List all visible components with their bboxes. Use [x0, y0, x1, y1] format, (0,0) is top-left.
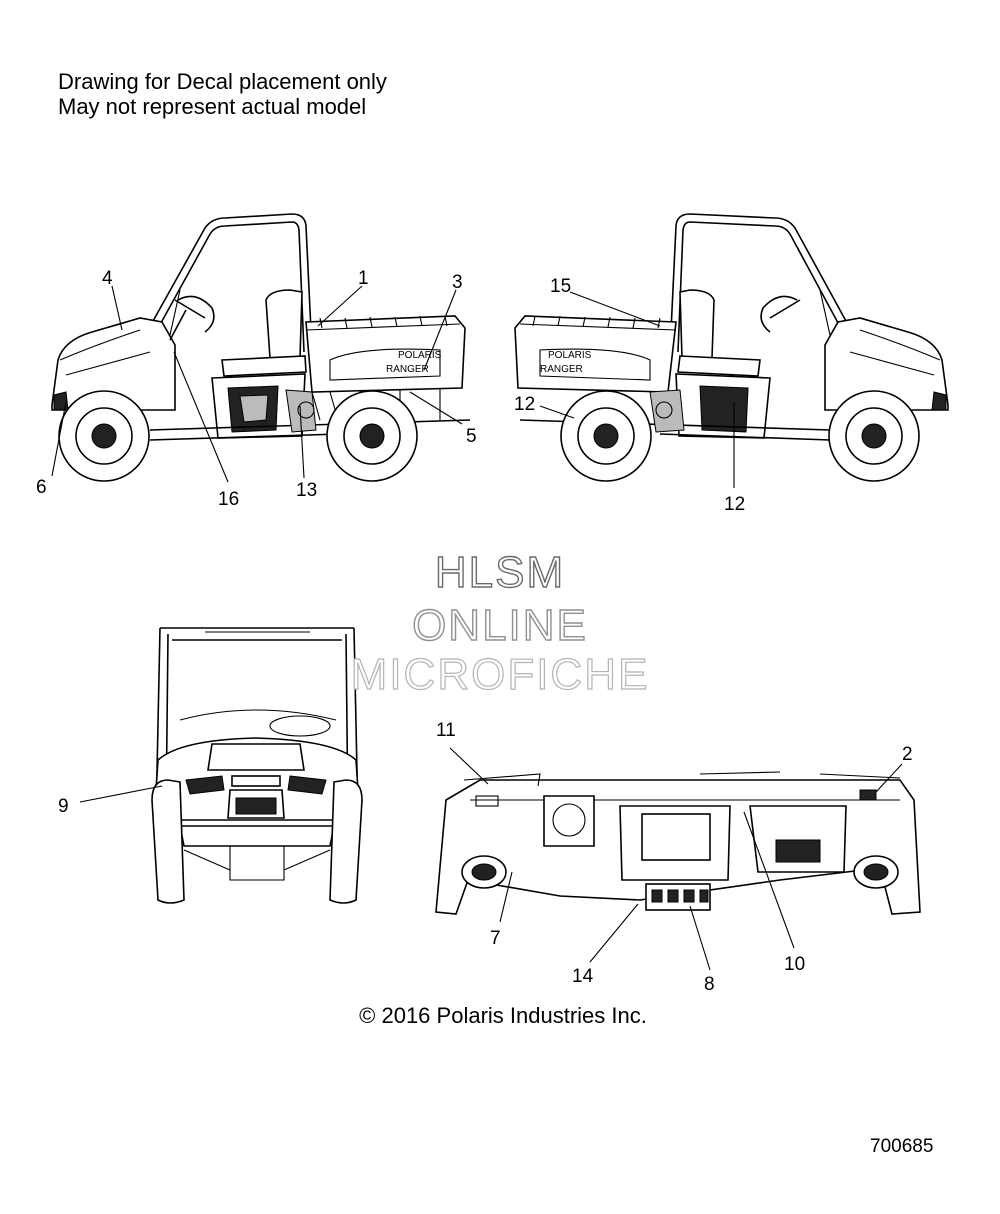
polaris-bed-logo-right: POLARIS — [548, 350, 592, 361]
callout-13: 13 — [296, 480, 317, 501]
callout-12-left: 12 — [514, 394, 535, 415]
callout-leaders — [51, 285, 903, 971]
callout-11: 11 — [436, 720, 456, 741]
ranger-bed-decal: RANGER — [386, 364, 429, 375]
callout-9: 9 — [58, 796, 69, 817]
callout-7: 7 — [490, 928, 501, 949]
callout-4: 4 — [102, 268, 113, 289]
callout-6: 6 — [36, 477, 47, 498]
callout-numbers: 1 3 4 5 6 16 13 15 12 12 9 11 2 7 14 8 1… — [36, 268, 913, 995]
vehicle-left-side-view: POLARIS RANGER — [51, 213, 471, 482]
polaris-bed-logo: POLARIS — [398, 350, 442, 361]
callout-16: 16 — [218, 489, 239, 510]
watermark-line-1: HLSM — [434, 547, 566, 597]
callout-5: 5 — [466, 426, 477, 447]
vehicle-right-side-view: POLARIS RANGER — [514, 213, 949, 482]
copyright-notice: © 2016 Polaris Industries Inc. — [359, 1003, 647, 1028]
dashboard-view — [435, 771, 921, 915]
callout-10: 10 — [784, 954, 805, 975]
placement-note-line-1: Drawing for Decal placement only — [58, 69, 387, 94]
placement-note-line-2: May not represent actual model — [58, 94, 367, 119]
callout-1: 1 — [358, 268, 369, 289]
callout-14: 14 — [572, 966, 594, 987]
callout-15: 15 — [550, 276, 571, 297]
ranger-bed-decal-right: RANGER — [540, 364, 583, 375]
figure-number: 700685 — [870, 1136, 934, 1157]
vehicle-front-view — [151, 627, 363, 904]
watermark-line-2: ONLINE — [411, 600, 588, 650]
callout-3: 3 — [452, 272, 463, 293]
callout-8: 8 — [704, 974, 715, 995]
callout-2: 2 — [902, 744, 913, 765]
callout-12-right: 12 — [724, 494, 745, 515]
watermark-line-3: MICROFICHE — [350, 649, 650, 699]
